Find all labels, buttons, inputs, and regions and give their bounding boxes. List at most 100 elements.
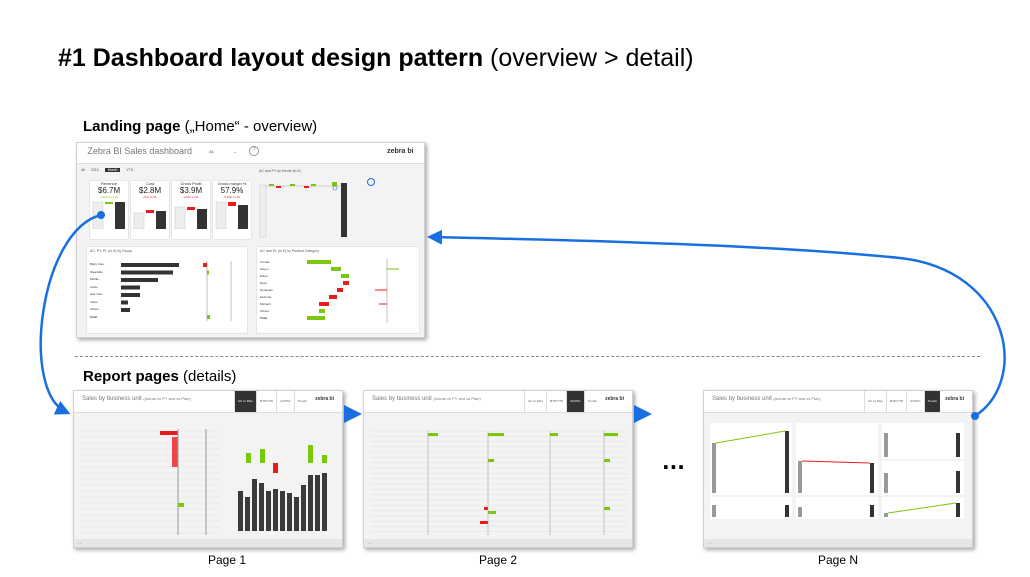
more-pages-ellipsis: ... — [662, 450, 685, 474]
page-header: Sales by business unit (Actual vs PY and… — [74, 391, 342, 413]
group-label: Total — [90, 314, 97, 319]
kpi-value: $3.9M — [179, 186, 203, 195]
slide-title: #1 Dashboard layout design pattern (over… — [58, 44, 694, 73]
kpi-card-gross-margin[interactable]: Gross margin %57.9%-5.8pp vs PL — [213, 181, 251, 239]
report-tab[interactable]: MTD/YTD — [545, 391, 567, 412]
page-footer: ‹ › — [364, 539, 632, 547]
kpi-chart — [92, 201, 125, 230]
title-bold: #1 Dashboard layout design pattern — [58, 44, 484, 72]
report-heading: Report pages (details) — [83, 368, 236, 385]
report-tab[interactable]: All KPIs — [906, 391, 924, 412]
category-label: Sayen — [260, 267, 269, 271]
page-subtitle: (Actual vs PY and vs Plan) — [773, 395, 821, 401]
kpi-delta: -5.8pp vs PL — [223, 195, 241, 199]
category-label: Erlion — [260, 274, 268, 278]
kpi-label: Gross margin % — [217, 181, 247, 186]
page-n-label: Page N — [818, 553, 859, 567]
month-waterfall-chart — [259, 182, 347, 238]
report-tab[interactable]: MTD/YTD — [885, 391, 907, 412]
kpi-card-revenue[interactable]: Revenue$6.7M+10.0% vs PL — [90, 181, 128, 239]
footer-nav[interactable]: ‹ › — [708, 541, 711, 546]
kpi-delta: -2.0% vs PL — [182, 195, 200, 199]
report-tab[interactable]: Trends — [923, 391, 940, 412]
page-content-chart — [80, 429, 327, 535]
report-tab[interactable]: All KPIs — [566, 391, 584, 412]
report-page-thumbnail-3[interactable]: Sales by business unit (Actual vs PY and… — [703, 390, 973, 548]
kpi-chart — [133, 210, 166, 230]
category-label: Total — [260, 316, 267, 320]
filter-dropdown-value: All — [209, 149, 214, 154]
report-tab[interactable]: All KPIs — [276, 391, 294, 412]
group-label: Audio — [90, 284, 98, 289]
category-label: Deranglin — [260, 288, 273, 292]
kpi-card-gross-profit[interactable]: Gross Profit$3.9M-2.0% vs PL — [172, 181, 210, 239]
kpi-chart — [215, 201, 248, 230]
page-2-label: Page 2 — [479, 553, 518, 567]
category-label: Others — [260, 309, 270, 313]
report-tab[interactable]: MTD/YTD — [255, 391, 277, 412]
kpi-card-cost[interactable]: Cost$2.8M+6% vs PL — [131, 181, 169, 239]
category-waterfall-chart — [307, 259, 399, 323]
group-label: Wearable — [90, 269, 103, 274]
report-tab[interactable]: Trends — [293, 391, 310, 412]
month-chart-title: AC and PY by Month (in K) — [259, 169, 301, 173]
report-page-thumbnail-1[interactable]: Sales by business unit (Actual vs PY and… — [73, 390, 343, 548]
info-icon[interactable] — [367, 178, 375, 186]
ytd-toggle[interactable]: YTD — [126, 168, 134, 172]
page-header: Sales by business unit (Actual vs PY and… — [704, 391, 972, 413]
zebra-bi-logo: zebra bi — [945, 396, 964, 403]
kpi-value: $2.8M — [138, 186, 162, 195]
zebra-bi-logo: zebra bi — [387, 148, 414, 156]
landing-page-thumbnail[interactable]: Zebra BI Sales dashboard All ⌄ ? zebra bi… — [76, 142, 425, 338]
report-tab[interactable]: AC vs Plan — [233, 391, 256, 412]
filter-all[interactable]: All — [81, 168, 85, 172]
category-chart-card[interactable]: AC and PL (in K) by Product Category Orm… — [257, 247, 419, 333]
page-title: Sales by business unit — [712, 395, 772, 402]
page-subtitle: (Actual vs PY and vs Plan) — [143, 395, 191, 401]
year-filter[interactable]: 2016 — [90, 168, 99, 172]
title-rest: (overview > detail) — [483, 44, 694, 72]
report-tab[interactable]: Trends — [583, 391, 600, 412]
footer-nav[interactable]: ‹ › — [78, 541, 81, 546]
chevron-down-icon: ⌄ — [233, 149, 237, 154]
report-page-thumbnail-2[interactable]: Sales by business unit (Actual vs PY and… — [363, 390, 633, 548]
group-label: Baby Care — [90, 262, 105, 266]
dashboard-header: Zebra BI Sales dashboard All ⌄ ? zebra bi — [77, 143, 424, 165]
month-toggle[interactable]: Month — [104, 168, 121, 172]
page-footer: ‹ › — [74, 539, 342, 547]
dashboard-title: Zebra BI Sales dashboard — [87, 146, 192, 157]
kpi-delta: +10.0% vs PL — [99, 195, 119, 199]
category-label: Murtach — [260, 302, 271, 306]
kpi-label: Cost — [145, 181, 155, 186]
landing-heading-bold: Landing page — [83, 118, 181, 135]
group-label: Mobile — [90, 277, 99, 281]
report-tab[interactable]: AC vs Plan — [523, 391, 546, 412]
group-label: Video — [90, 299, 98, 304]
report-heading-bold: Report pages — [83, 368, 179, 385]
page-header: Sales by business unit (Actual vs PY and… — [364, 391, 632, 413]
kpi-delta: +6% vs PL — [142, 195, 158, 199]
filter-dropdown[interactable]: All ⌄ — [209, 149, 237, 154]
kpi-label: Gross Profit — [180, 181, 202, 186]
group-label: Hair Care — [90, 292, 103, 296]
category-label: Rivar — [260, 281, 268, 285]
category-chart-title: AC and PL (in K) by Product Category — [260, 249, 320, 253]
help-icon[interactable]: ? — [249, 146, 259, 156]
page-footer: ‹ › — [704, 539, 972, 547]
category-label: Ormlan — [260, 260, 270, 264]
page-subtitle: (Actual vs PY and vs Plan) — [433, 395, 481, 401]
footer-nav[interactable]: ‹ › — [368, 541, 371, 546]
kpi-chart — [174, 206, 207, 230]
page-1-label: Page 1 — [208, 553, 247, 567]
zebra-bi-logo: zebra bi — [315, 396, 334, 403]
landing-heading: Landing page („Home“ - overview) — [83, 118, 317, 135]
group-chart-title: AC, PY, PL (in K) by Group — [90, 249, 132, 253]
landing-heading-rest: („Home“ - overview) — [180, 118, 318, 135]
report-tab[interactable]: AC vs Plan — [863, 391, 886, 412]
